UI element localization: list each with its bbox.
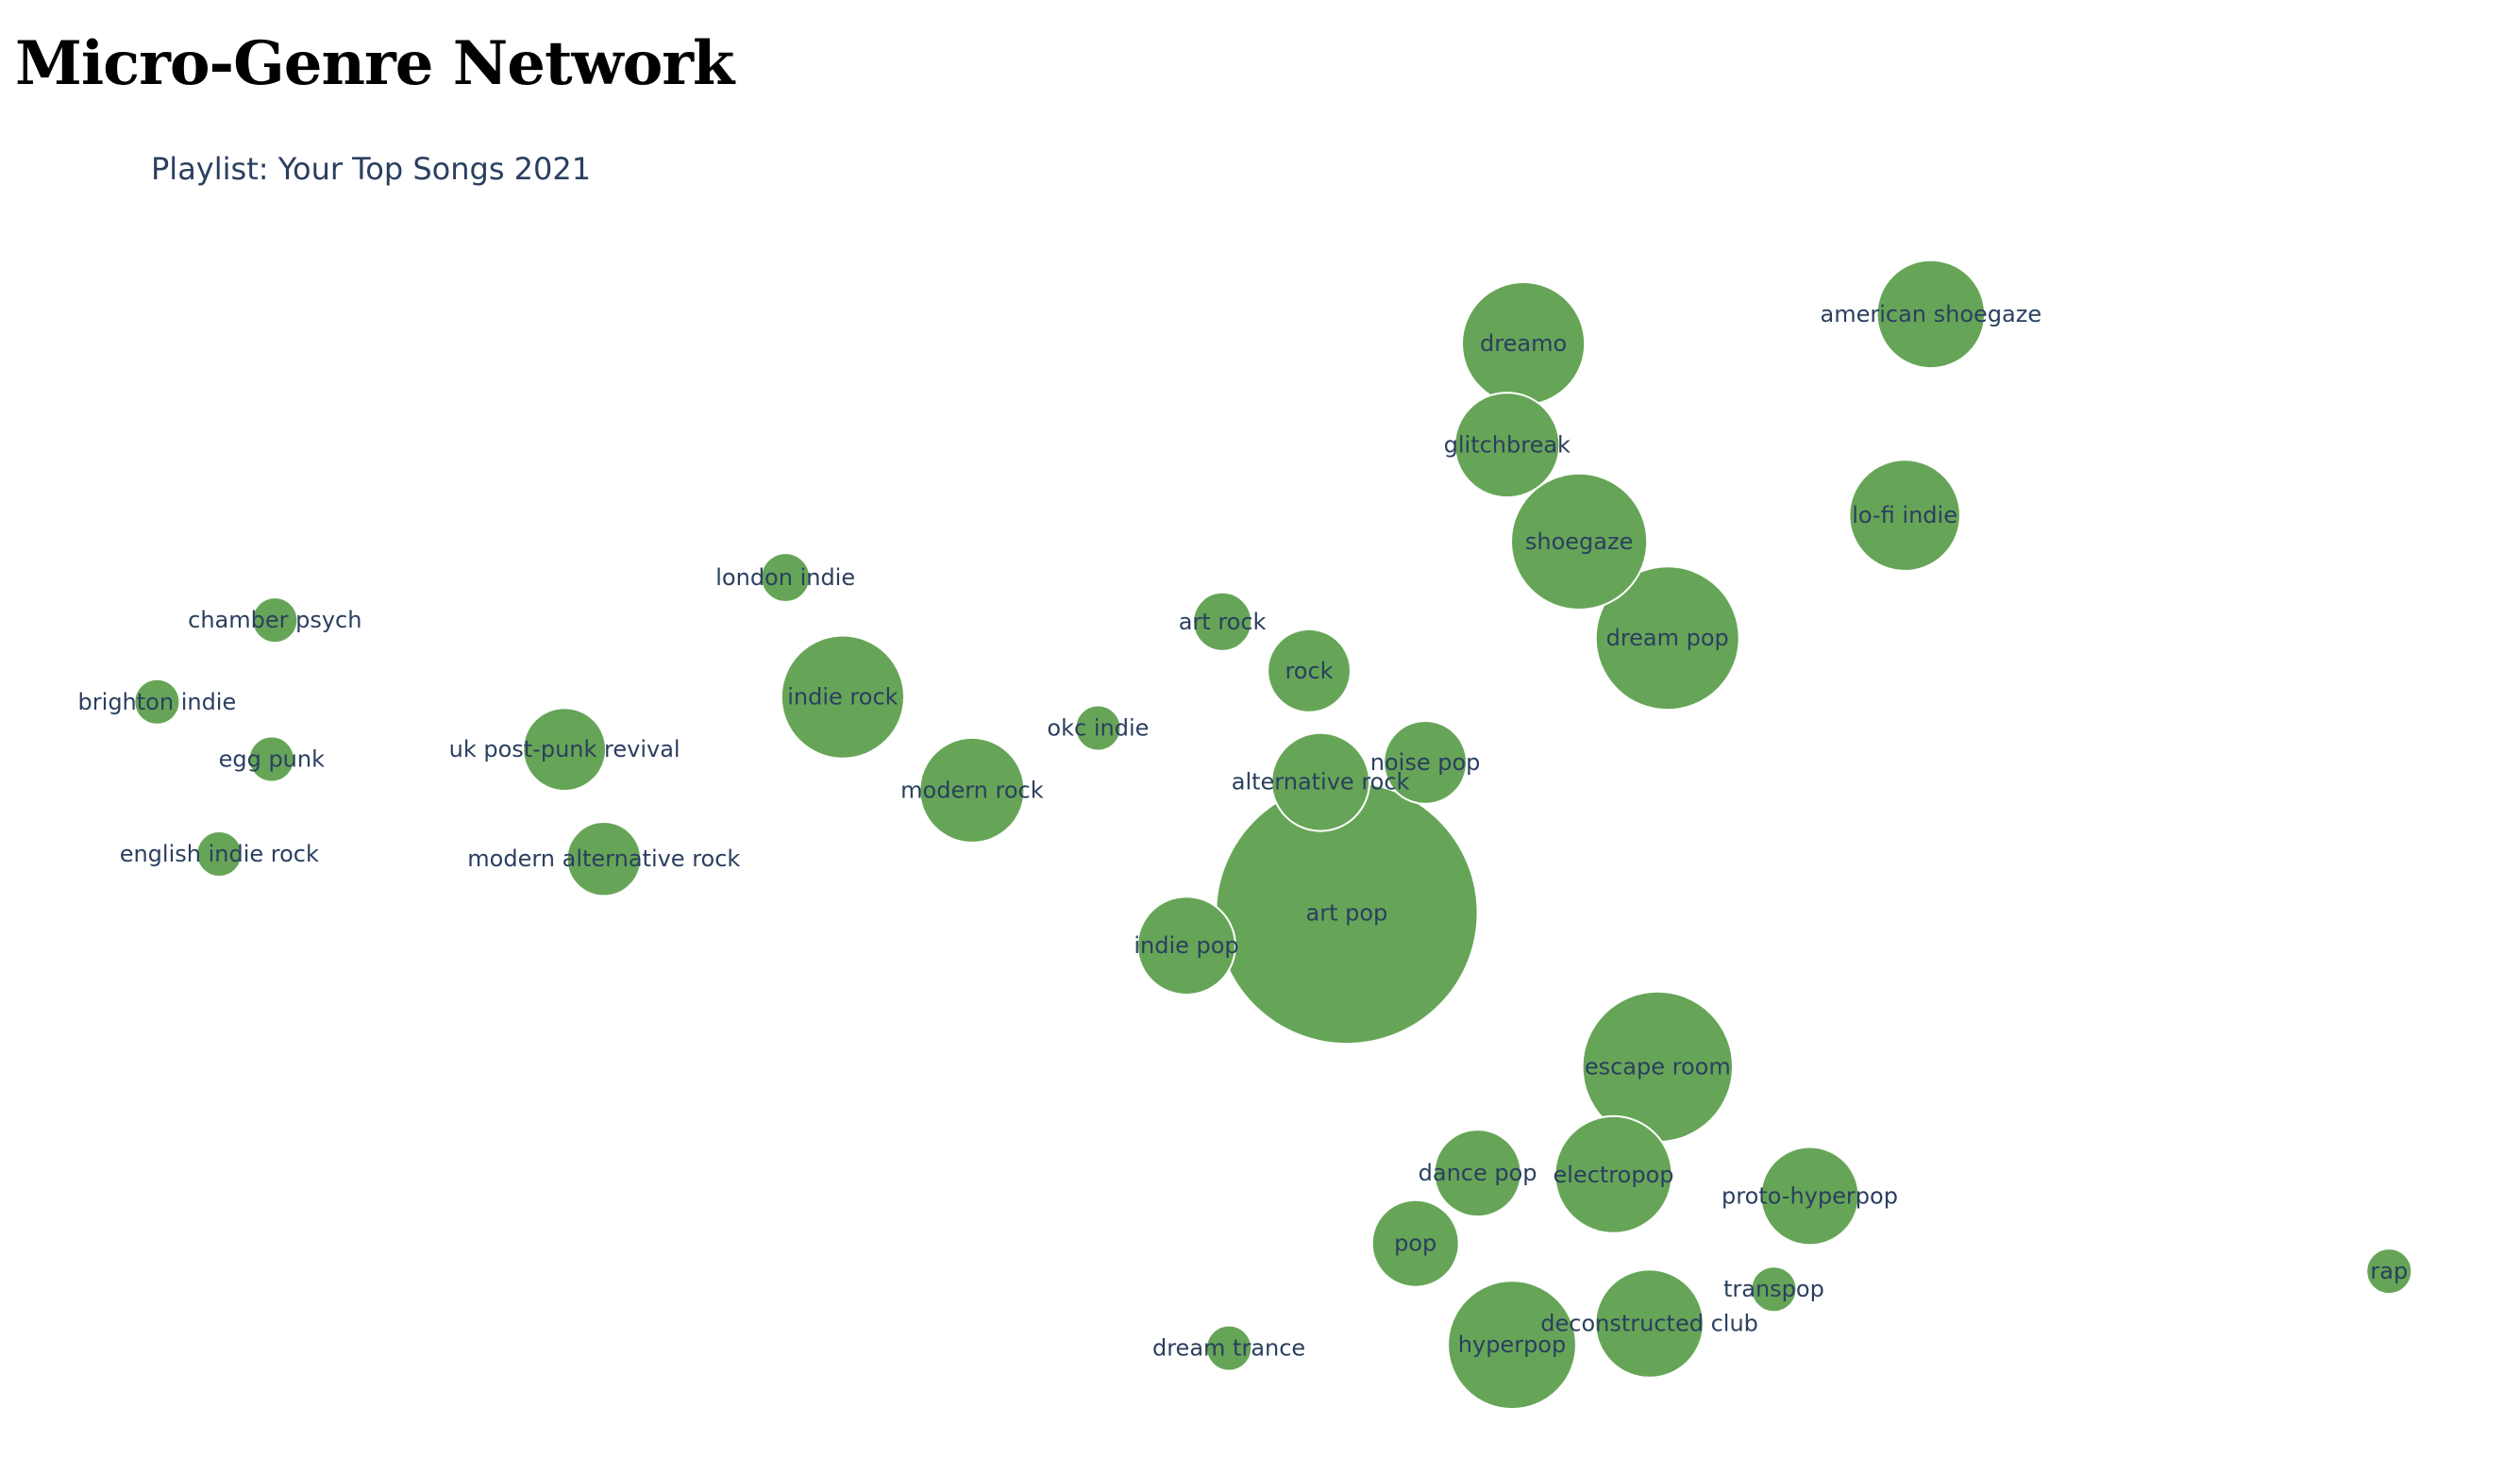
node-shoegaze[interactable] xyxy=(1510,472,1649,611)
node-indie-pop[interactable] xyxy=(1136,896,1236,996)
node-label-modern-alternative-rock: modern alternative rock xyxy=(467,846,740,872)
node-deconstructed-club[interactable] xyxy=(1594,1268,1705,1379)
node-modern-alternative-rock[interactable] xyxy=(565,821,642,897)
node-proto-hyperpop[interactable] xyxy=(1759,1146,1860,1247)
node-electropop[interactable] xyxy=(1554,1114,1673,1234)
node-label-art-pop: art pop xyxy=(1306,899,1388,926)
node-label-egg-punk: egg punk xyxy=(219,746,326,773)
node-label-noise-pop: noise pop xyxy=(1370,749,1481,776)
node-label-london-indie: london indie xyxy=(715,564,855,591)
node-alternative-rock[interactable] xyxy=(1270,731,1370,832)
node-american-shoegaze[interactable] xyxy=(1875,259,1987,370)
node-label-pop: pop xyxy=(1394,1231,1436,1257)
node-label-proto-hyperpop: proto-hyperpop xyxy=(1722,1182,1898,1209)
node-label-art-rock: art rock xyxy=(1179,609,1267,635)
node-label-transpop: transpop xyxy=(1723,1276,1824,1302)
node-label-alternative-rock: alternative rock xyxy=(1232,769,1410,796)
node-label-uk-post-punk-revival: uk post-punk revival xyxy=(449,736,680,762)
node-label-indie-pop: indie pop xyxy=(1134,932,1238,959)
node-label-chamber-psych: chamber psych xyxy=(188,607,361,633)
node-modern-rock[interactable] xyxy=(918,736,1026,844)
node-dream-trance[interactable] xyxy=(1205,1324,1253,1372)
node-indie-rock[interactable] xyxy=(780,634,906,760)
node-label-english-indie-rock: english indie rock xyxy=(120,841,319,867)
labels-layer: art pop dreamo american shoegaze glitchbrea… xyxy=(78,301,2409,1362)
node-label-brighton-indie: brighton indie xyxy=(78,689,237,715)
node-chamber-psych[interactable] xyxy=(251,596,299,645)
node-label-shoegaze: shoegaze xyxy=(1525,528,1633,555)
node-label-rap: rap xyxy=(2370,1258,2408,1284)
node-egg-punk[interactable] xyxy=(247,735,295,783)
node-label-electropop: electropop xyxy=(1554,1162,1674,1188)
nodes-layer xyxy=(133,259,2413,1411)
chart-subtitle: Playlist: Your Top Songs 2021 xyxy=(151,151,592,187)
node-lo-fi-indie[interactable] xyxy=(1848,459,1961,572)
node-english-indie-rock[interactable] xyxy=(195,830,244,878)
node-london-indie[interactable] xyxy=(760,552,812,603)
node-label-dream-pop: dream pop xyxy=(1606,625,1729,651)
node-label-dreamo: dreamo xyxy=(1480,330,1567,357)
node-label-dance-pop: dance pop xyxy=(1419,1160,1537,1186)
node-noise-pop[interactable] xyxy=(1383,720,1468,805)
node-hyperpop[interactable] xyxy=(1447,1280,1577,1411)
node-label-okc-indie: okc indie xyxy=(1047,715,1149,742)
node-brighton-indie[interactable] xyxy=(133,678,181,726)
node-label-escape-room: escape room xyxy=(1585,1053,1731,1080)
node-label-hyperpop: hyperpop xyxy=(1458,1332,1566,1358)
node-art-rock[interactable] xyxy=(1192,591,1253,652)
node-pop[interactable] xyxy=(1370,1198,1460,1288)
node-rap[interactable] xyxy=(2365,1248,2413,1296)
node-label-deconstructed-club: deconstructed club xyxy=(1540,1311,1758,1337)
node-dance-pop[interactable] xyxy=(1433,1129,1522,1218)
node-label-glitchbreak: glitchbreak xyxy=(1444,432,1571,459)
node-label-lo-fi-indie: lo-fi indie xyxy=(1852,502,1957,528)
node-label-american-shoegaze: american shoegaze xyxy=(1820,301,2041,327)
node-label-indie-rock: indie rock xyxy=(787,684,898,711)
node-label-dream-trance: dream trance xyxy=(1152,1335,1305,1362)
page-title: Micro-Genre Network xyxy=(15,28,734,99)
node-rock[interactable] xyxy=(1267,628,1352,713)
node-glitchbreak[interactable] xyxy=(1453,392,1561,499)
node-dream-pop[interactable] xyxy=(1594,565,1740,712)
node-transpop[interactable] xyxy=(1750,1265,1798,1314)
node-okc-indie[interactable] xyxy=(1074,704,1122,752)
node-label-modern-rock: modern rock xyxy=(900,777,1044,803)
node-uk-post-punk-revival[interactable] xyxy=(522,707,607,792)
node-label-rock: rock xyxy=(1285,658,1333,684)
